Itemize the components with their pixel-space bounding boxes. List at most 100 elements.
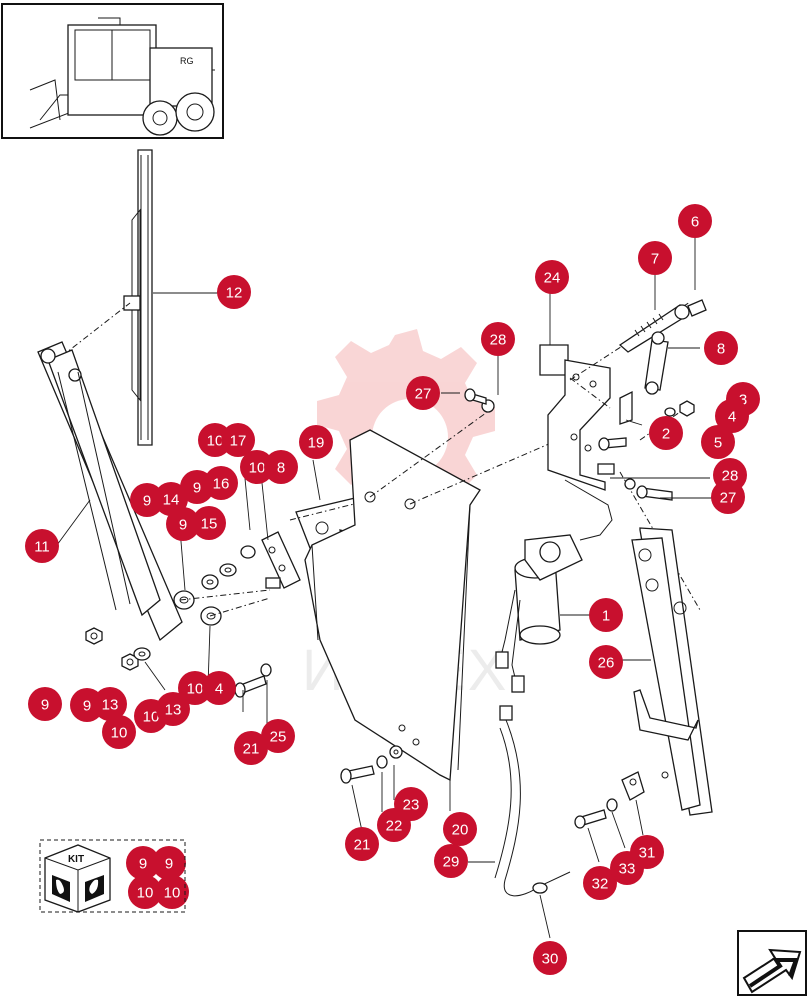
callout-c4b[interactable]: 4 [202,671,236,705]
callout-circle [715,399,749,433]
callout-c32[interactable]: 32 [583,866,617,900]
callout-label: 11 [34,539,50,556]
callout-c33[interactable]: 33 [610,851,644,885]
callout-label: 2 [662,426,670,443]
callout-label: 10 [143,709,160,726]
callout-c8b[interactable]: 8 [264,450,298,484]
callout-label: 9 [83,698,91,715]
callout-c17[interactable]: 17 [221,423,255,457]
callout-c28a[interactable]: 28 [481,322,515,356]
callout-c21b[interactable]: 21 [345,827,379,861]
callout-c11[interactable]: 11 [25,529,59,563]
callout-circle [264,450,298,484]
callout-circle [533,941,567,975]
small-fasteners-right [464,388,695,501]
callout-label: 9 [193,480,201,497]
callout-label: 9 [165,856,173,873]
callout-circle [583,866,617,900]
callout-c30[interactable]: 30 [533,941,567,975]
callout-c10e[interactable]: 10 [102,715,136,749]
callout-c5[interactable]: 5 [701,425,735,459]
callout-c13a[interactable]: 13 [93,687,127,721]
callout-label: 33 [619,861,636,878]
callout-c10c[interactable]: 10 [178,671,212,705]
callout-c16[interactable]: 16 [204,466,238,500]
next-page-arrow-icon[interactable] [737,930,807,996]
callout-label: 12 [226,285,243,302]
callout-c15[interactable]: 15 [192,506,226,540]
callout-circle [711,480,745,514]
callout-c8a[interactable]: 8 [704,331,738,365]
callout-label: 10 [137,885,154,902]
callout-c27b[interactable]: 27 [711,480,745,514]
callout-circle [128,875,162,909]
callout-circle [166,507,200,541]
callout-circle [217,275,251,309]
callout-c1[interactable]: 1 [589,598,623,632]
callout-c9c[interactable]: 9 [166,507,200,541]
callout-circle [377,808,411,842]
callout-circle [126,846,160,880]
callout-circle [130,483,164,517]
callout-circle [192,506,226,540]
callout-c12[interactable]: 12 [217,275,251,309]
callout-label: 14 [163,492,180,509]
callout-label: 22 [386,818,403,835]
callout-label: 9 [179,517,187,534]
callout-circle [434,844,468,878]
callout-label: 7 [651,251,659,268]
callout-label: 17 [230,433,247,450]
callout-label: 27 [720,490,737,507]
callout-c26[interactable]: 26 [589,645,623,679]
callout-c27a[interactable]: 27 [406,376,440,410]
callout-label: 4 [215,681,223,698]
callout-label: 9 [41,697,49,714]
callout-label: 23 [403,797,420,814]
callout-circle [704,331,738,365]
callout-circle [221,423,255,457]
callout-c25[interactable]: 25 [261,719,295,753]
callout-c7[interactable]: 7 [638,241,672,275]
callout-c6[interactable]: 6 [678,204,712,238]
callout-circle [25,529,59,563]
callout-c2[interactable]: 2 [649,416,683,450]
callout-c9g[interactable]: 9 [152,846,186,880]
callout-label: 4 [728,409,736,426]
new-holland-logo-icon [52,875,104,902]
callout-c9d[interactable]: 9 [28,687,62,721]
callout-label: 10 [111,725,128,742]
callout-label: 1 [602,608,610,625]
callout-circle [406,376,440,410]
callout-label: 32 [592,876,609,893]
callout-circle [204,466,238,500]
callout-circle [649,416,683,450]
callout-c19[interactable]: 19 [299,425,333,459]
drive-plate [261,531,301,589]
callout-label: 6 [691,214,699,231]
callout-circle [261,719,295,753]
callout-c29[interactable]: 29 [434,844,468,878]
callout-c13b[interactable]: 13 [156,692,190,726]
callout-c9f[interactable]: 9 [126,846,160,880]
callout-circle [156,692,190,726]
kit-label: KIT [68,854,84,865]
callout-c4a[interactable]: 4 [715,399,749,433]
callout-circle [202,671,236,705]
callout-c21a[interactable]: 21 [234,731,268,765]
callout-c22[interactable]: 22 [377,808,411,842]
callout-circle [678,204,712,238]
callout-c10g[interactable]: 10 [155,875,189,909]
callout-c24[interactable]: 24 [535,260,569,294]
callout-circle [701,425,735,459]
callout-label: 25 [270,729,287,746]
callout-c10f[interactable]: 10 [128,875,162,909]
callout-label: 15 [201,516,218,533]
crank-arm [644,331,669,395]
callout-c10b[interactable]: 10 [240,450,274,484]
callout-label: 16 [213,476,230,493]
callout-c20[interactable]: 20 [443,812,477,846]
callout-c9a[interactable]: 9 [130,483,164,517]
callout-label: 27 [415,386,432,403]
callout-label: 10 [249,460,266,477]
